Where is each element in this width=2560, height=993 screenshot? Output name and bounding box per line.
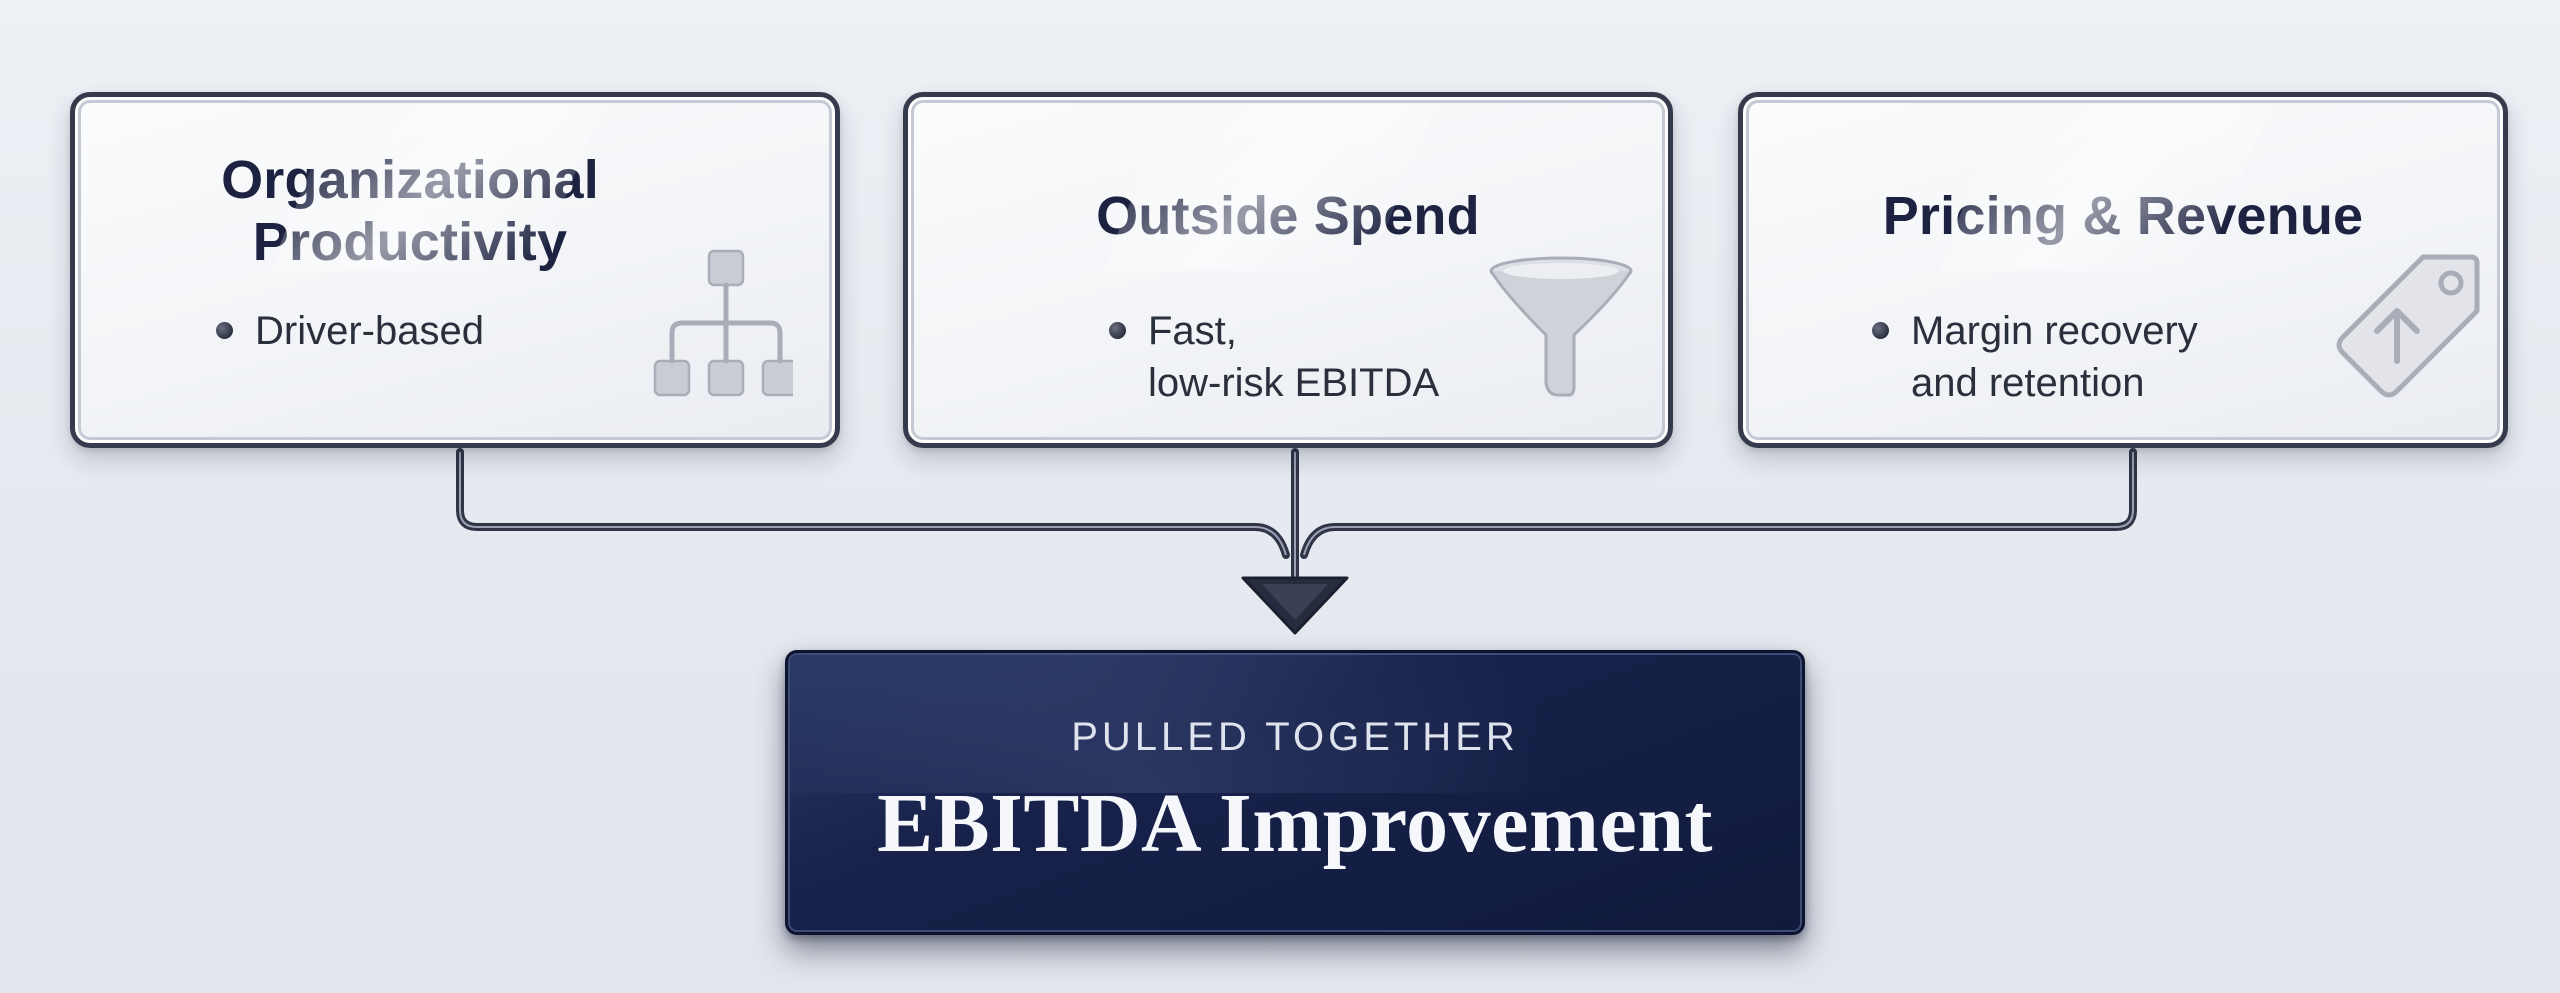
card-bullet-text: Margin recovery and retention — [1911, 309, 2198, 405]
card-bullet-text: Driver-based — [255, 309, 484, 353]
card-title: Pricing & Revenue — [1882, 186, 2364, 246]
driver-card-organizational-productivity: Organizational Productivity Driver-based — [70, 92, 840, 448]
funnel-icon — [1489, 256, 1633, 397]
price-tag-up-icon — [2336, 254, 2480, 398]
card-title: Organizational Productivity — [221, 150, 599, 272]
bullet-dot — [1872, 322, 1889, 339]
result-title: EBITDA Improvement — [877, 777, 1713, 870]
card-title: Outside Spend — [1096, 186, 1480, 246]
card-bullet: Fast, low-risk EBITDA — [1109, 305, 1528, 409]
card-bullet-text: Fast, low-risk EBITDA — [1148, 309, 1440, 405]
bullet-dot — [216, 322, 233, 339]
driver-card-outside-spend: Outside Spend Fast, low-risk EBITDA — [903, 92, 1673, 448]
org-chart-icon — [653, 249, 793, 397]
bullet-dot — [1109, 322, 1126, 339]
driver-card-pricing-revenue: Pricing & Revenue Margin recovery and re… — [1738, 92, 2508, 448]
result-eyebrow: PULLED TOGETHER — [1071, 715, 1519, 759]
connector-left — [456, 448, 1290, 559]
connector-right — [1300, 448, 2137, 559]
card-bullet: Margin recovery and retention — [1872, 305, 2331, 409]
result-box: PULLED TOGETHER EBITDA Improvement — [785, 650, 1805, 935]
card-bullet: Driver-based — [216, 305, 484, 357]
